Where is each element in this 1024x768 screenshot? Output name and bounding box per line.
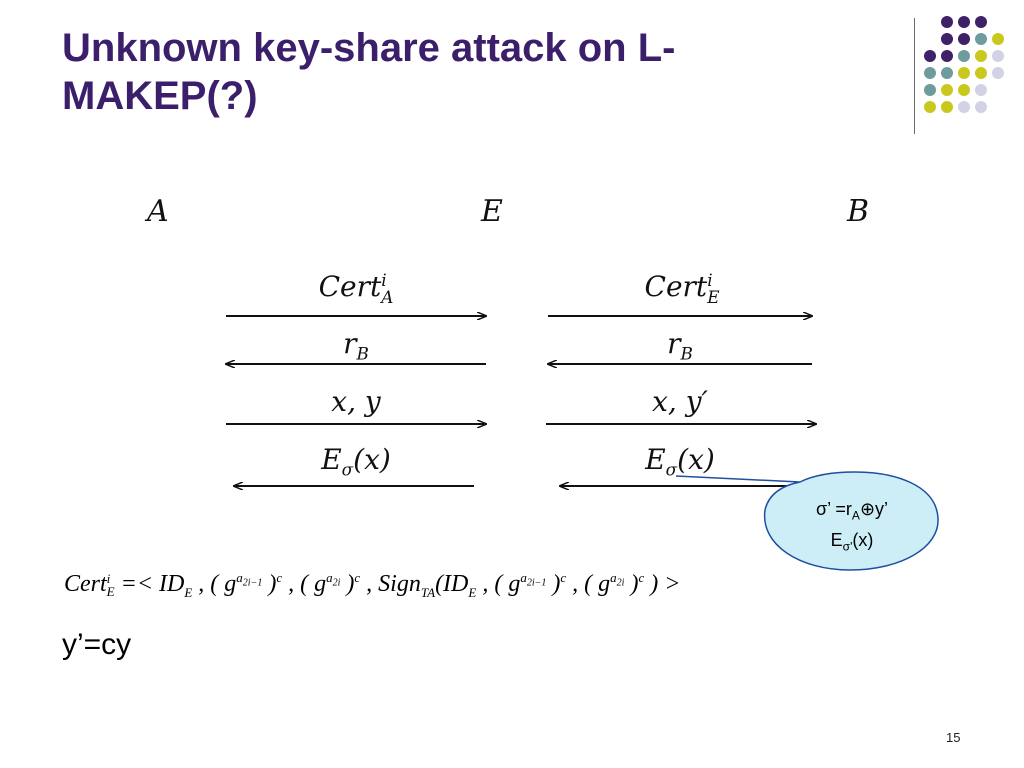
decorative-dot — [941, 101, 953, 113]
decorative-dot — [941, 33, 953, 45]
page-number: 15 — [946, 730, 961, 745]
party-a-label: A — [147, 194, 169, 229]
decorative-dot — [975, 84, 987, 96]
msg-right-enc: Eσ(x) — [645, 443, 715, 480]
decorative-dot — [941, 16, 953, 28]
decorative-dot — [958, 101, 970, 113]
decorative-dot — [992, 50, 1004, 62]
msg-left-enc: Eσ(x) — [321, 443, 391, 480]
callout-line-1: σ’ =rA⊕y’ — [815, 499, 889, 523]
decorative-dot — [992, 33, 1004, 45]
decorative-dot — [958, 84, 970, 96]
decorative-dot — [958, 50, 970, 62]
msg-left-xy: x, y — [331, 385, 381, 418]
callout-line-2: Eσ'(x) — [830, 529, 874, 554]
decorative-dot — [975, 101, 987, 113]
slide-title-line-2: MAKEP(?) — [62, 74, 258, 118]
decorative-dot — [975, 16, 987, 28]
msg-left-rb: rB — [343, 327, 369, 364]
decorative-dot — [992, 67, 1004, 79]
decorative-dot — [958, 16, 970, 28]
decorative-dot — [975, 50, 987, 62]
decorative-dot — [958, 67, 970, 79]
msg-right-rb: rB — [667, 327, 693, 364]
decorative-dot — [975, 67, 987, 79]
msg-right-xy: x, y′ — [652, 385, 708, 418]
decorative-dot — [924, 50, 936, 62]
callout-bubble — [675, 471, 939, 571]
party-b-label: B — [847, 194, 870, 229]
party-e-label: E — [481, 194, 503, 229]
slide-title: Unknown key-share attack on L- MAKEP(?) — [62, 24, 822, 120]
decorative-dot — [958, 33, 970, 45]
decorative-dot — [924, 67, 936, 79]
decorative-dot — [924, 84, 936, 96]
decorative-dot — [924, 101, 936, 113]
decorative-dot — [975, 33, 987, 45]
callout-text: σ’ =rA⊕y’ Eσ'(x) — [768, 497, 936, 558]
decorative-dot — [941, 84, 953, 96]
decorative-dot — [941, 50, 953, 62]
slide-title-line-1: Unknown key-share attack on L- — [62, 26, 676, 70]
equation-y-prime: y’=cy — [62, 628, 132, 661]
decorative-dot — [941, 67, 953, 79]
decorative-divider — [914, 18, 915, 134]
